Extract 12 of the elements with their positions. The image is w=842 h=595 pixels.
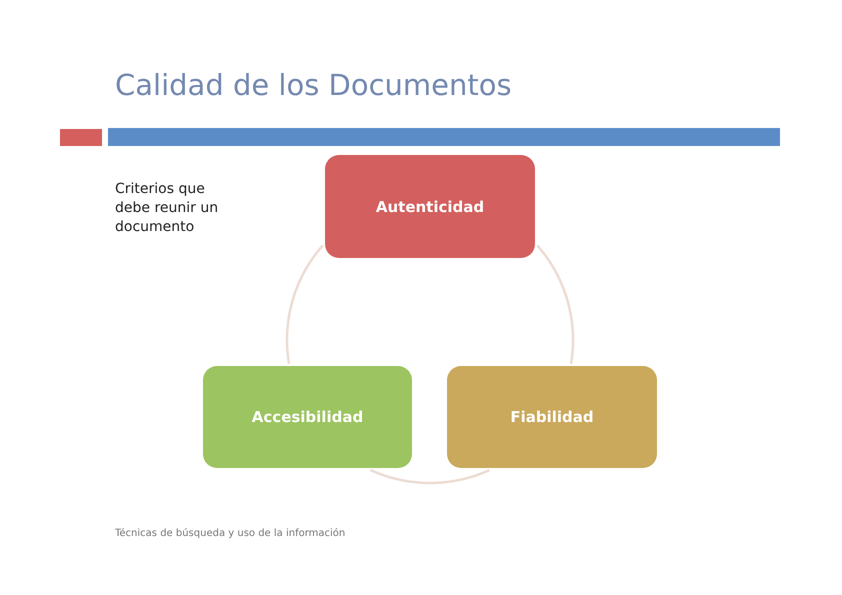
connector-arc xyxy=(286,244,324,364)
side-note: Criterios que debe reunir un documento xyxy=(115,180,220,237)
criterion-name: Autenticidad xyxy=(376,198,484,216)
connector-arc xyxy=(370,468,490,484)
footer-text: Técnicas de búsqueda y uso de la información xyxy=(115,528,346,539)
criterion-box xyxy=(447,366,657,468)
criterion-name: Accesibilidad xyxy=(252,408,364,426)
slide-title: Calidad de los Documentos xyxy=(115,68,512,102)
connector-arc xyxy=(536,244,574,364)
criterion-name: Fiabilidad xyxy=(510,408,594,426)
criterion-box xyxy=(325,155,535,258)
criterion-box xyxy=(203,366,412,468)
